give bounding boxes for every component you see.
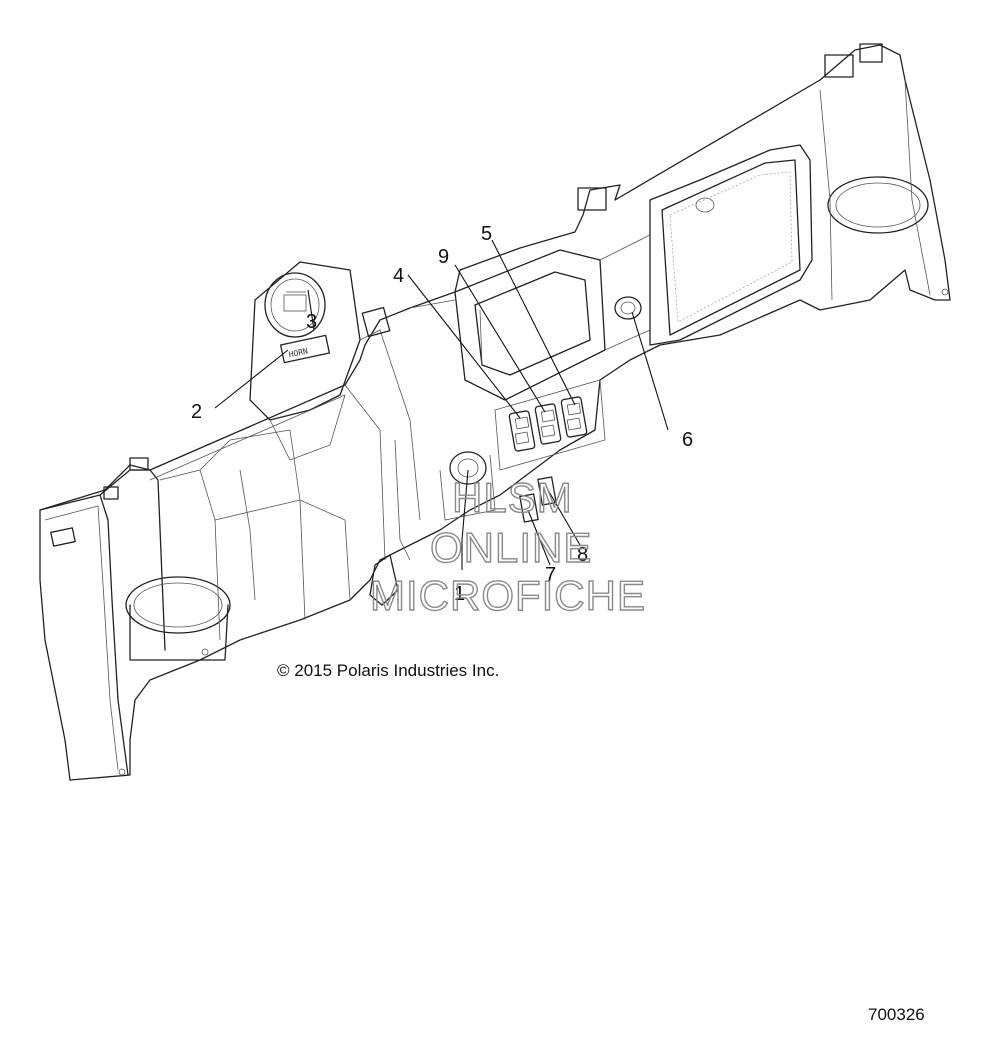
callout-7: 7 [545,564,556,586]
rocker-switch-a [508,410,536,452]
callout-2: 2 [191,401,202,423]
callout-4: 4 [393,265,404,287]
callout-8: 8 [577,544,588,566]
hlsm-watermark: HLSM ONLINE MICROFICHE [369,473,646,619]
leader-lines [214,239,669,570]
callout-labels: 1 2 3 4 5 6 7 8 9 [191,223,693,605]
callout-1: 1 [454,583,465,605]
watermark-line-1: HLSM [452,474,573,521]
dashboard-body [39,43,951,781]
callout-9: 9 [438,246,449,268]
watermark-line-3: MICROFICHE [370,572,646,619]
power-outlet [614,296,642,320]
watermark-line-2: ONLINE [430,524,592,571]
callout-6: 6 [682,429,693,451]
rocker-switch-b [534,403,562,445]
diagram-part-number: 700326 [868,1005,925,1024]
rocker-switch-c [560,396,588,438]
horn-label-plate: HORN [279,334,331,364]
callout-5: 5 [481,223,492,245]
horn-label-text: HORN [288,347,309,360]
callout-3: 3 [306,311,317,333]
copyright-notice: © 2015 Polaris Industries Inc. [277,661,499,680]
key-switch [439,451,496,521]
hour-meter-gauge [264,272,326,338]
